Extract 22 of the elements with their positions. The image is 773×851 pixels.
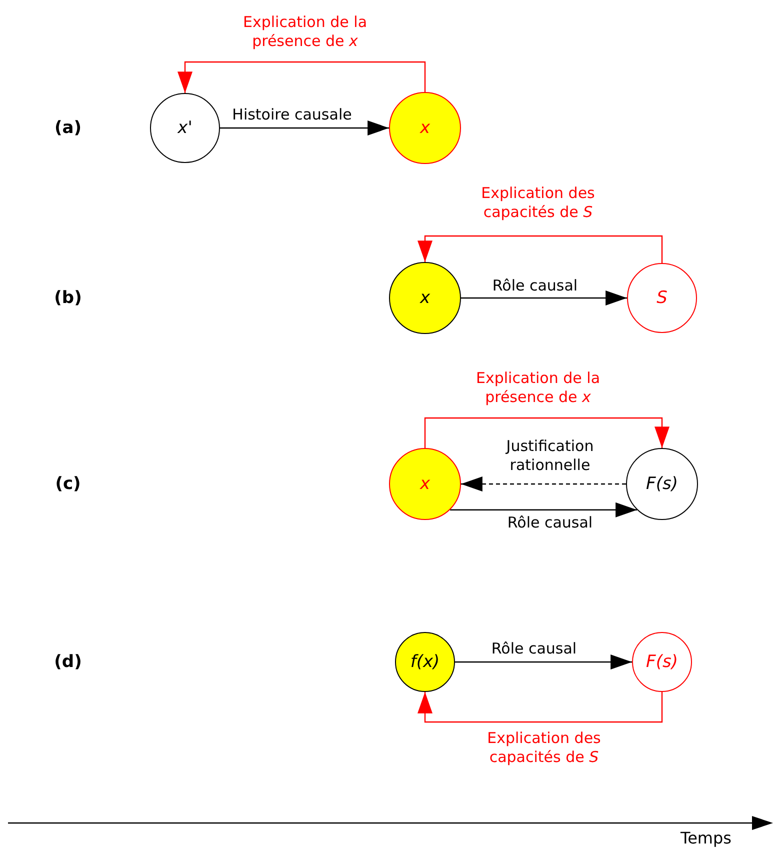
node-label: S bbox=[656, 288, 668, 308]
row-label: (b) bbox=[54, 288, 82, 308]
node-label: F(s) bbox=[646, 652, 678, 672]
node-label: F(s) bbox=[646, 474, 678, 494]
arrow bbox=[450, 502, 637, 518]
arrow bbox=[418, 692, 663, 723]
node-label: f(x) bbox=[410, 652, 440, 672]
arrow bbox=[455, 654, 632, 670]
row-label: (a) bbox=[54, 118, 82, 138]
arrow bbox=[418, 235, 663, 263]
node-label: x' bbox=[178, 118, 192, 138]
axis-label: Temps bbox=[680, 828, 732, 848]
arrow bbox=[461, 290, 627, 306]
node-label: x bbox=[420, 288, 430, 308]
node-label: x bbox=[420, 474, 430, 494]
arrow bbox=[220, 120, 389, 136]
row-label: (d) bbox=[54, 652, 82, 672]
arrow bbox=[178, 61, 426, 93]
arrow bbox=[461, 476, 626, 492]
arrow bbox=[424, 417, 670, 448]
row-label: (c) bbox=[55, 474, 81, 494]
node-label: x bbox=[420, 118, 430, 138]
